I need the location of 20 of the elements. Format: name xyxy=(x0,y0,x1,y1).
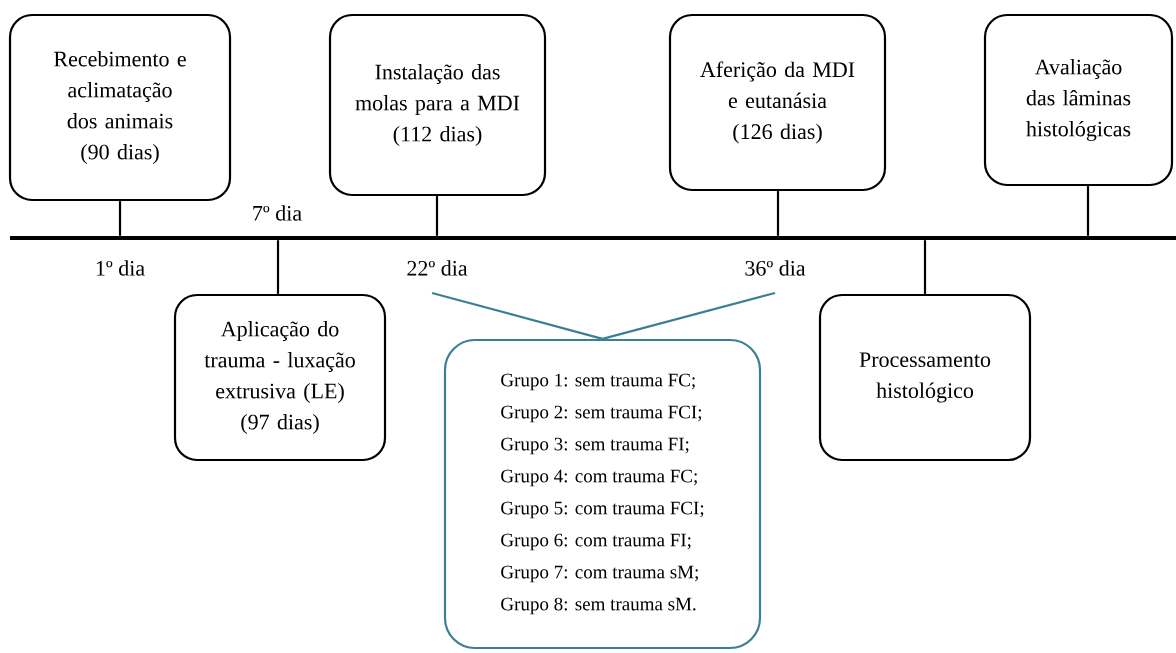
connector-line xyxy=(435,196,439,236)
connector-line xyxy=(923,240,927,294)
day-label: 7º dia xyxy=(253,205,302,221)
day-label: 36º dia xyxy=(745,260,806,276)
connector-line xyxy=(776,191,780,236)
connector-line xyxy=(276,240,280,294)
event-box: Instalação das molas para a MDI (112 dias) xyxy=(328,13,547,197)
day-label: 1º dia xyxy=(96,260,145,276)
event-box: Recebimento e aclimatação dos animais (90 dias) xyxy=(8,13,232,202)
group-list-box: Grupo 1: sem trauma FC; Grupo 2: sem trauma FCI; Grupo 3: sem trauma FI; Grupo 4: com trauma FC; Grupo 5: com trauma FCI; Grupo 6: com trauma FI; Grupo 7: com trauma sM; Grupo 8: sem trauma sM. xyxy=(443,338,762,650)
timeline-axis xyxy=(10,236,1176,240)
event-box: Avaliação das lâminas histológicas xyxy=(983,13,1174,187)
callout-line xyxy=(431,291,603,340)
connector-line xyxy=(1086,186,1090,236)
callout-line xyxy=(602,291,776,340)
event-box: Processamento histológico xyxy=(818,293,1032,462)
event-box: Aferição da MDI e eutanásia (126 dias) xyxy=(668,13,887,192)
event-box: Aplicação do trauma - luxação extrusiva (LE) (97 dias) xyxy=(173,293,387,462)
connector-line xyxy=(118,201,122,236)
day-label: 22º dia xyxy=(407,260,468,276)
